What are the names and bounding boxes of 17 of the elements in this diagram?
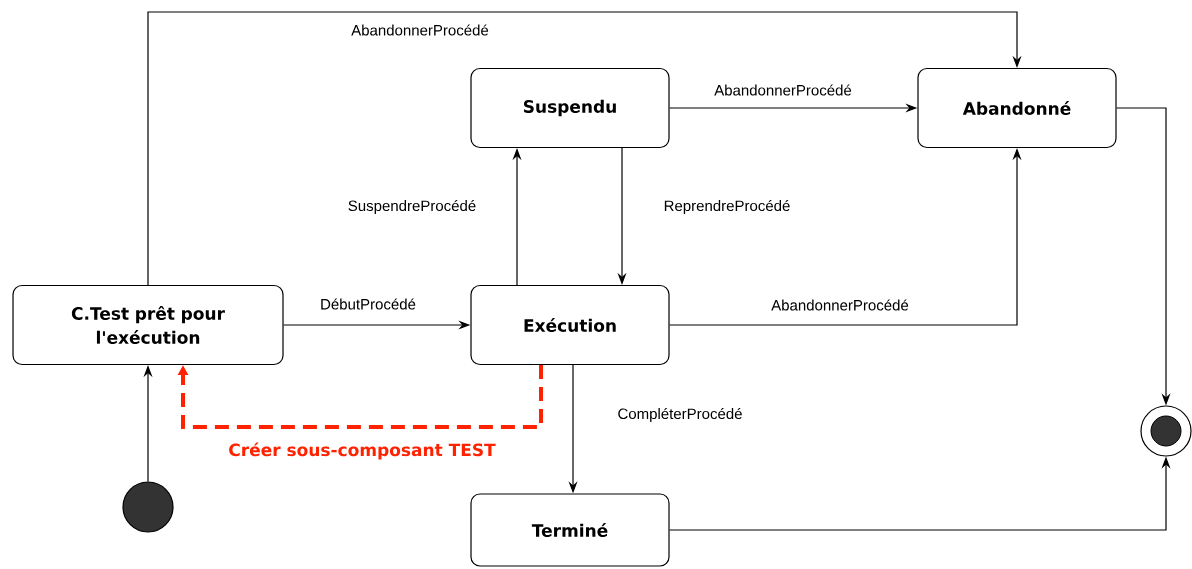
state-box: C.Test prêt pour l'exécution <box>12 284 284 366</box>
state-box: Abandonné <box>917 67 1117 149</box>
edge-label: ReprendreProcédé <box>662 198 792 216</box>
edge-label: AbandonnerProcédé <box>350 23 490 37</box>
edge-label: AbandonnerProcédé <box>770 298 910 312</box>
state-box: Exécution <box>470 284 670 366</box>
arrow <box>177 365 543 429</box>
initial-state <box>122 481 174 533</box>
edge-label: DébutProcédé <box>319 297 417 311</box>
state-box: Suspendu <box>470 67 670 149</box>
state-box: Terminé <box>470 493 670 567</box>
final-state <box>1140 405 1192 457</box>
arrow <box>147 11 1022 286</box>
edge-label: Créer sous-composant TEST <box>227 441 497 461</box>
edge-label: SuspendreProcédé <box>346 198 478 216</box>
edge-label: CompléterProcédé <box>616 406 744 424</box>
edge-label: AbandonnerProcédé <box>713 83 853 97</box>
